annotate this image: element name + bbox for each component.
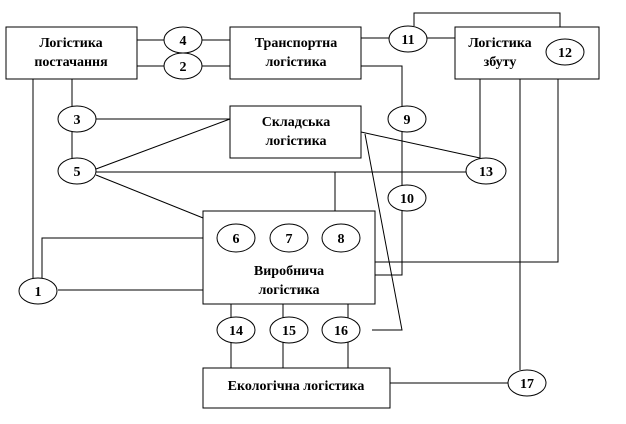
node-label: 13	[479, 165, 493, 180]
node-label: 15	[282, 324, 296, 339]
edge-5-warehouse	[95, 118, 231, 170]
box-label-line1: Екологічна логістика	[228, 379, 365, 394]
nodes: 1 2 3 4 5 6 7 8 9 10 11 12 13 14 15 16 1…	[18, 25, 585, 397]
box-label-line1: Транспортна	[255, 36, 337, 51]
node-15: 15	[269, 316, 309, 344]
box-label-line1: Виробнича	[254, 264, 324, 279]
node-label: 3	[74, 113, 81, 128]
edge-10-production	[375, 211, 403, 276]
box-label-line2: логістика	[258, 283, 319, 298]
node-6: 6	[216, 223, 256, 253]
box-label-line2: збуту	[484, 55, 517, 70]
node-17: 17	[507, 369, 547, 397]
node-label: 4	[180, 34, 187, 49]
node-7: 7	[269, 223, 309, 253]
box-supply-logistics: Логістика постачання	[5, 26, 138, 80]
node-label: 14	[229, 324, 243, 339]
box-transport-logistics: Транспортна логістика	[229, 26, 362, 80]
box-warehouse-logistics: Складська логістика	[229, 105, 362, 159]
node-label: 6	[233, 232, 240, 247]
node-16: 16	[321, 316, 361, 344]
node-label: 2	[180, 60, 187, 75]
box-label-line2: логістика	[265, 134, 326, 149]
node-12: 12	[545, 38, 585, 66]
edge-transport-9	[361, 65, 403, 106]
node-14: 14	[216, 316, 256, 344]
node-label: 10	[400, 192, 414, 207]
box-label-line1: Складська	[262, 115, 331, 130]
node-label: 11	[401, 33, 414, 48]
edge-warehouse-13	[360, 131, 481, 159]
node-label: 8	[338, 232, 345, 247]
node-8: 8	[321, 223, 361, 253]
edge-warehouse-16	[364, 133, 403, 331]
box-label-line2: логістика	[265, 55, 326, 70]
box-label-line1: Логістика	[39, 36, 102, 51]
box-label-line2: постачання	[34, 55, 108, 70]
node-label: 7	[286, 232, 293, 247]
node-4: 4	[163, 26, 203, 54]
node-10: 10	[387, 184, 427, 212]
node-9: 9	[387, 105, 427, 133]
node-3: 3	[57, 105, 97, 133]
edges	[32, 12, 561, 384]
node-2: 2	[163, 52, 203, 80]
node-1: 1	[18, 277, 58, 305]
node-5: 5	[57, 157, 97, 185]
node-label: 1	[35, 285, 42, 300]
node-label: 17	[520, 377, 534, 392]
node-label: 12	[558, 46, 572, 61]
node-11: 11	[388, 25, 428, 53]
node-label: 16	[334, 324, 348, 339]
edge-1-6	[41, 237, 216, 279]
box-ecology-logistics: Екологічна логістика	[202, 367, 391, 409]
node-label: 5	[74, 165, 81, 180]
node-13: 13	[465, 157, 507, 185]
edge-11-12	[413, 12, 561, 38]
box-label-line1: Логістика	[468, 36, 531, 51]
node-label: 9	[404, 113, 411, 128]
